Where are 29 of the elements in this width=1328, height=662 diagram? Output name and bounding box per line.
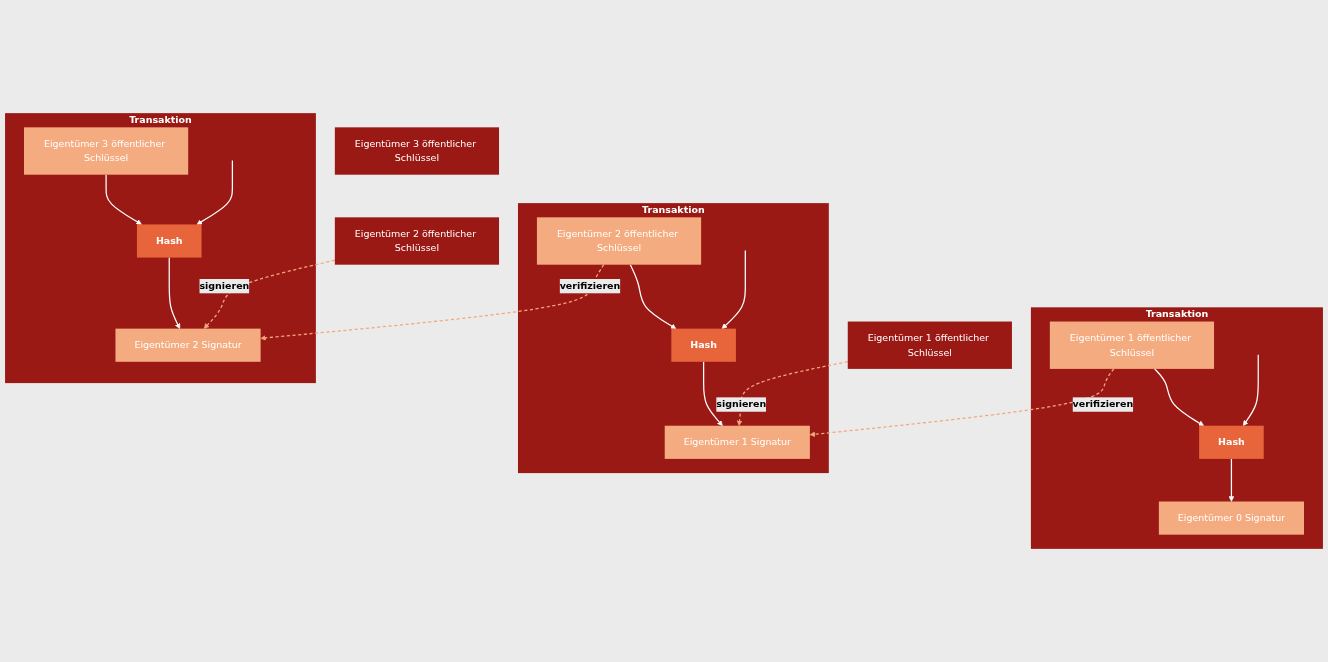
edge-label: verifizieren: [559, 280, 621, 292]
arrow: [721, 249, 746, 329]
node-box: Hash: [671, 328, 736, 362]
arrow: [736, 361, 849, 426]
arrow: [196, 159, 233, 225]
arrow: [1242, 354, 1259, 426]
node-box: Eigentümer 3 öffentlicher Schlüssel: [24, 127, 189, 175]
edge-label: signieren: [199, 280, 250, 292]
node-box: Hash: [1199, 425, 1264, 459]
arrow: [105, 174, 142, 225]
arrow: [260, 264, 605, 341]
node-box: Eigentümer 3 öffentlicher Schlüssel: [334, 127, 500, 175]
arrow: [809, 368, 1115, 438]
edge-label: verifizieren: [1072, 398, 1134, 410]
arrow: [703, 361, 723, 426]
node-box: Eigentümer 1 öffentlicher Schlüssel: [847, 321, 1012, 369]
node-box: Eigentümer 1 Signatur: [664, 425, 810, 459]
node-box: Eigentümer 1 öffentlicher Schlüssel: [1049, 321, 1215, 369]
arrow: [629, 264, 677, 329]
arrow: [203, 259, 336, 329]
arrow: [168, 256, 181, 329]
node-box: Eigentümer 2 Signatur: [115, 328, 261, 362]
node-box: Eigentümer 2 öffentlicher Schlüssel: [334, 217, 500, 265]
node-box: Eigentümer 2 öffentlicher Schlüssel: [536, 217, 702, 265]
arrow: [1154, 368, 1205, 426]
node-box: Eigentümer 0 Signatur: [1158, 501, 1304, 535]
edge-label: signieren: [716, 398, 767, 410]
arrow: [1228, 458, 1235, 502]
node-box: Hash: [136, 224, 202, 258]
